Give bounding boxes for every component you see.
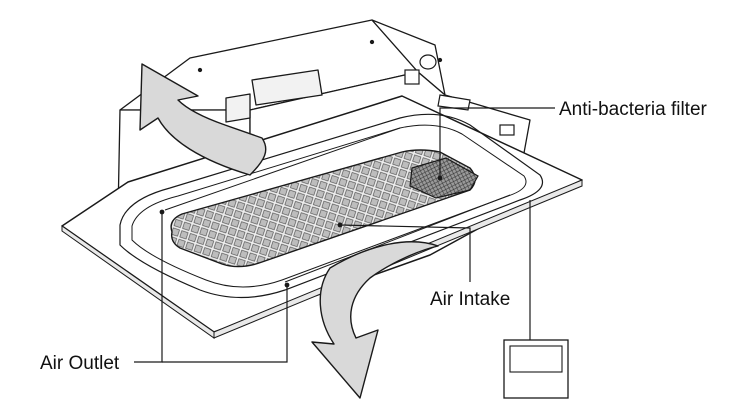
leader-air-intake	[339, 224, 471, 282]
anti-bacteria-filter	[409, 157, 479, 199]
leader-anti-bacteria-filter	[439, 107, 555, 178]
leader-dot-filter	[437, 175, 443, 181]
label-anti-bacteria-filter: Anti-bacteria filter	[559, 99, 708, 120]
leader-dot-outlet-right	[284, 282, 290, 288]
label-air-intake: Air Intake	[430, 289, 510, 310]
pipe-fittings	[404, 54, 515, 136]
leader-dot-intake	[337, 222, 343, 228]
label-air-outlet: Air Outlet	[40, 353, 120, 374]
remote-controller	[503, 200, 569, 399]
air-outlet-arrow-lower	[311, 241, 439, 399]
leader-lines	[134, 107, 555, 363]
leader-air-outlet-2	[162, 285, 288, 363]
airflow-arrows	[139, 63, 439, 399]
leader-dot-outlet-left	[159, 209, 165, 215]
air-outlet-arrow-upper	[139, 63, 267, 176]
